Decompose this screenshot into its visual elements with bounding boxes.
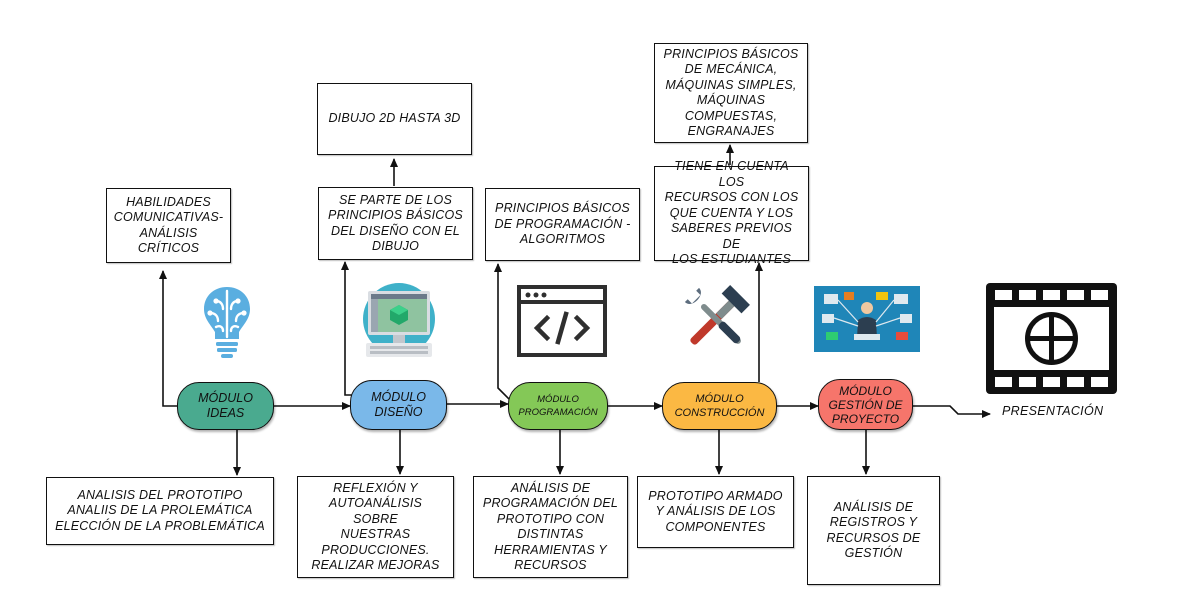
- module-construccion: MÓDULO CONSTRUCCIÓN: [662, 382, 777, 430]
- box-diseno-upper: DIBUJO 2D HASTA 3D: [317, 83, 472, 155]
- brain-icon: [204, 287, 250, 358]
- module-ideas-label: MÓDULO IDEAS: [198, 391, 253, 420]
- module-ideas: MÓDULO IDEAS: [177, 382, 274, 430]
- box-gestion-bottom: ANÁLISIS DE REGISTROS Y RECURSOS DE GEST…: [807, 476, 940, 585]
- box-diseno-bottom: REFLEXIÓN Y AUTOANÁLISIS SOBRE NUESTRAS …: [297, 476, 454, 578]
- module-diseno-label: MÓDULO DISEÑO: [371, 390, 426, 419]
- module-programacion-label: MÓDULO PROGRAMACIÓN: [518, 394, 598, 418]
- box-diseno-lower: SE PARTE DE LOS PRINCIPIOS BÁSICOS DEL D…: [318, 187, 473, 260]
- box-construccion-bottom: PROTOTIPO ARMADO Y ANÁLISIS DE LOS COMPO…: [637, 476, 794, 548]
- module-programacion: MÓDULO PROGRAMACIÓN: [508, 382, 608, 430]
- module-construccion-label: MÓDULO CONSTRUCCIÓN: [674, 393, 765, 419]
- computer-design-icon: [363, 283, 435, 357]
- presentacion-label: PRESENTACIÓN: [1002, 404, 1104, 418]
- box-construccion-upper: PRINCIPIOS BÁSICOS DE MECÁNICA, MÁQUINAS…: [654, 43, 808, 143]
- module-gestion: MÓDULO GESTIÓN DE PROYECTO: [818, 379, 913, 430]
- code-window-icon: [517, 285, 607, 357]
- tools-icon: [684, 285, 750, 345]
- film-icon: [986, 283, 1117, 394]
- box-programacion-bottom: ANÁLISIS DE PROGRAMACIÓN DEL PROTOTIPO C…: [473, 476, 628, 578]
- module-gestion-label: MÓDULO GESTIÓN DE PROYECTO: [828, 383, 903, 426]
- box-ideas-top: HABILIDADES COMUNICATIVAS- ANÁLISIS CRÍT…: [106, 188, 231, 263]
- box-ideas-bottom: ANALISIS DEL PROTOTIPO ANALIIS DE LA PRO…: [46, 477, 274, 545]
- module-diseno: MÓDULO DISEÑO: [350, 380, 447, 430]
- management-icon: [814, 286, 920, 352]
- box-programacion-top: PRINCIPIOS BÁSICOS DE PROGRAMACIÓN - ALG…: [485, 188, 640, 261]
- box-construccion-lower: TIENE EN CUENTA LOS RECURSOS CON LOS QUE…: [654, 159, 809, 266]
